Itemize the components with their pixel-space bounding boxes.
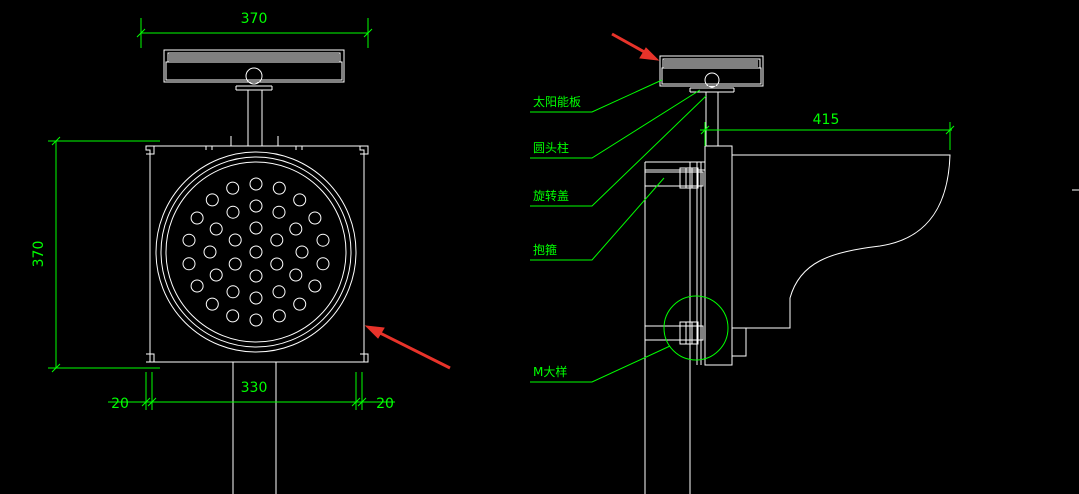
led-dot <box>182 233 196 247</box>
led-dot <box>293 297 307 311</box>
label-rotating-cover: 旋转盖 <box>533 188 569 203</box>
led-dot <box>289 268 303 282</box>
dim-inner-width-text: 330 <box>241 380 268 396</box>
led-dot <box>190 211 204 225</box>
label-round-head-post: 圆头柱 <box>533 140 569 155</box>
solar-panel-side <box>659 55 764 147</box>
led-dot <box>308 279 322 293</box>
led-dot <box>226 205 240 219</box>
clamp-bottom <box>644 295 729 361</box>
led-dot <box>209 222 223 236</box>
led-dot <box>249 199 263 213</box>
lamp-face <box>155 151 357 353</box>
led-dot <box>209 268 223 282</box>
led-dot <box>226 309 240 323</box>
pole-front <box>232 362 277 494</box>
led-dot <box>272 181 286 195</box>
led-dot <box>308 211 322 225</box>
dimension-bottom: 330 20 20 <box>108 372 395 412</box>
led-dot <box>203 245 217 259</box>
panel-hatch-side <box>664 60 758 67</box>
label-solar-panel: 太阳能板 <box>533 94 581 109</box>
label-hoop-clamp: 抱箍 <box>533 242 557 257</box>
callout-labels: 太阳能板 圆头柱 旋转盖 抱箍 M大样 <box>530 79 707 383</box>
side-view: 415 太阳能板 圆头柱 旋转盖 抱箍 M大样 <box>530 32 1079 494</box>
dimension-height-left: 370 <box>31 136 160 373</box>
led-dot <box>249 221 263 235</box>
led-dot <box>272 285 286 299</box>
led-dot <box>182 257 196 271</box>
red-arrow-side <box>611 32 660 61</box>
dim-width-top-text: 370 <box>241 11 268 27</box>
led-dot <box>190 279 204 293</box>
led-dot <box>270 233 284 247</box>
dim-margin-right-text: 20 <box>376 396 394 412</box>
dim-margin-left-text: 20 <box>111 396 129 412</box>
dimension-width-top: 370 <box>136 11 373 48</box>
led-dot <box>249 245 263 259</box>
led-dot <box>226 181 240 195</box>
led-dot <box>228 257 242 271</box>
led-dot <box>316 233 330 247</box>
mounting-stem-front <box>230 67 279 147</box>
label-m-detail: M大样 <box>533 364 567 379</box>
panel-hatch <box>169 54 339 61</box>
led-dot <box>249 291 263 305</box>
led-dot <box>272 309 286 323</box>
housing-side <box>704 145 951 366</box>
led-dot <box>295 245 309 259</box>
led-dot <box>249 313 263 327</box>
led-dot <box>272 205 286 219</box>
dim-height-left-text: 370 <box>31 241 47 268</box>
clamp-top <box>644 167 704 189</box>
led-dot <box>226 285 240 299</box>
led-dot <box>205 193 219 207</box>
red-arrow-front <box>364 325 451 370</box>
solar-panel-front <box>163 49 345 83</box>
dim-arm-length-text: 415 <box>813 112 840 128</box>
led-dot <box>228 233 242 247</box>
led-dot <box>249 269 263 283</box>
led-dot <box>316 257 330 271</box>
led-dot <box>205 297 219 311</box>
signal-housing <box>145 145 369 363</box>
led-dot <box>293 193 307 207</box>
front-view: 370 370 330 20 20 <box>31 11 451 494</box>
led-dot <box>249 177 263 191</box>
dimension-arm-length: 415 <box>700 112 955 150</box>
led-dot <box>289 222 303 236</box>
pole-side <box>644 161 705 494</box>
led-array <box>182 177 330 327</box>
led-dot <box>270 257 284 271</box>
